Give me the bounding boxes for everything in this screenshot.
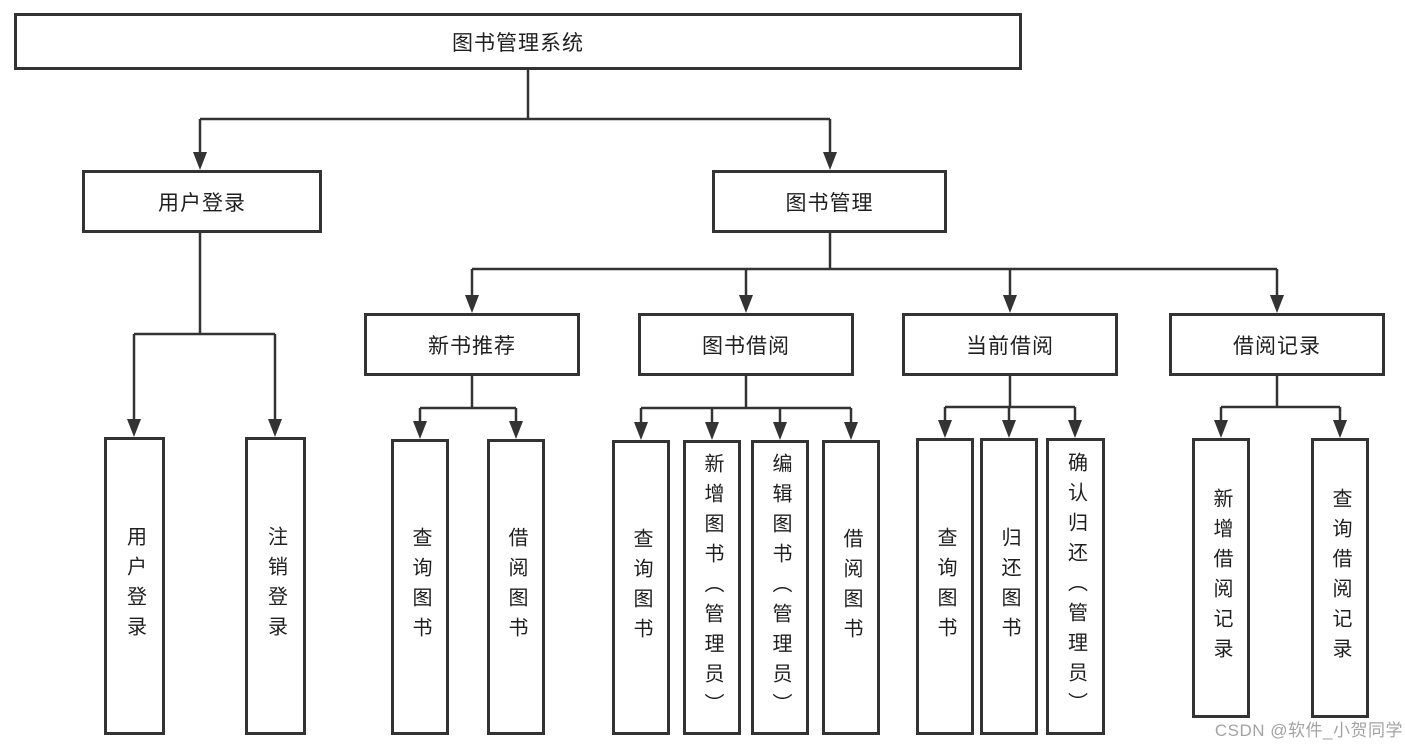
leaf-borrow-edit-books-admin: 编辑图书（管理员）: [751, 440, 809, 735]
leaf-recommend-borrow-books: 借阅图书: [487, 439, 545, 735]
node-label: 新增图书（管理员）: [701, 452, 723, 723]
node-label: 确认归还（管理员）: [1064, 451, 1087, 722]
leaf-records-query-record: 查询借阅记录: [1311, 438, 1369, 718]
node-label: 查询图书: [409, 527, 431, 647]
node-label: 编辑图书（管理员）: [769, 452, 791, 723]
node-book-management: 图书管理: [712, 170, 947, 233]
node-new-book-recommend: 新书推荐: [364, 313, 580, 376]
leaf-current-return-books: 归还图书: [980, 438, 1038, 735]
node-library-system-root: 图书管理系统: [14, 13, 1022, 70]
node-label: 图书管理系统: [452, 31, 584, 55]
node-label: 图书管理: [785, 191, 874, 215]
leaf-logout: 注销登录: [245, 437, 306, 735]
node-book-borrow: 图书借阅: [638, 313, 854, 376]
leaf-borrow-add-books-admin: 新增图书（管理员）: [683, 440, 741, 735]
node-label: 新增借阅记录: [1210, 488, 1232, 668]
node-label: 借阅记录: [1233, 334, 1321, 358]
leaf-current-query-books: 查询图书: [916, 438, 974, 735]
node-borrow-records: 借阅记录: [1169, 313, 1385, 376]
node-label: 借阅图书: [505, 527, 527, 647]
leaf-user-login: 用户登录: [104, 437, 165, 735]
node-label: 归还图书: [998, 526, 1020, 647]
leaf-borrow-query-books: 查询图书: [612, 440, 670, 735]
arrowhead-icons: [127, 152, 1347, 440]
leaf-records-add-record: 新增借阅记录: [1192, 438, 1250, 718]
node-label: 查询借阅记录: [1329, 488, 1351, 668]
leaf-borrow-borrow-books: 借阅图书: [822, 440, 880, 735]
node-label: 借阅图书: [840, 527, 862, 648]
node-label: 用户登录: [123, 526, 146, 646]
node-label: 用户登录: [158, 191, 246, 215]
csdn-watermark: CSDN @软件_小贺同学: [1214, 721, 1403, 740]
node-label: 当前借阅: [966, 334, 1054, 358]
node-user-login: 用户登录: [82, 170, 322, 233]
node-label: 查询图书: [934, 526, 956, 647]
node-label: 查询图书: [630, 527, 652, 648]
node-label: 新书推荐: [428, 334, 516, 358]
node-current-borrow: 当前借阅: [902, 313, 1118, 376]
leaf-current-confirm-return-admin: 确认归还（管理员）: [1046, 438, 1105, 735]
node-label: 注销登录: [264, 526, 287, 646]
leaf-recommend-query-books: 查询图书: [391, 439, 449, 735]
node-label: 图书借阅: [702, 334, 790, 358]
